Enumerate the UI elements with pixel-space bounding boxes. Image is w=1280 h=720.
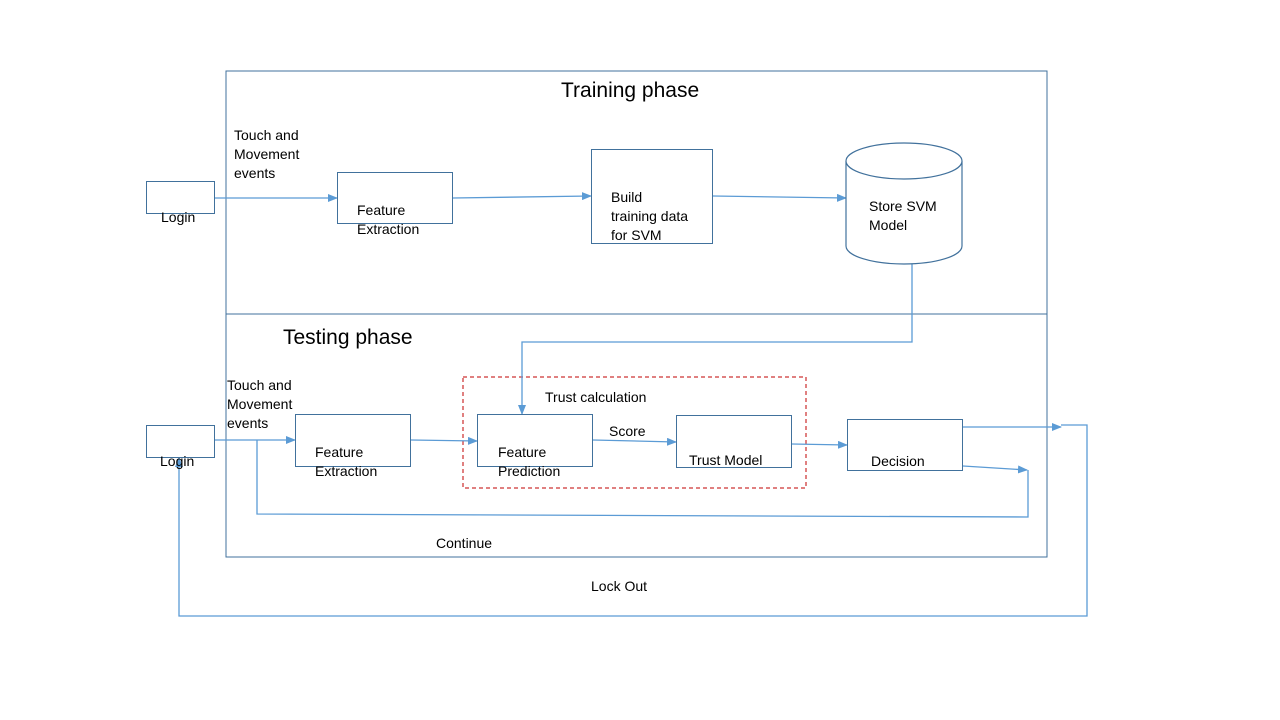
- decision-label: Decision: [871, 453, 925, 469]
- testing-login-label: Login: [160, 453, 195, 469]
- score-label: Score: [609, 423, 646, 439]
- testing-phase-title: Testing phase: [283, 326, 413, 349]
- arrow-model-to-prediction: [518, 264, 913, 415]
- lockout-loop-line: [175, 424, 1088, 617]
- trust-calculation-frame: [462, 376, 807, 489]
- build-training-data-label: Build training data for SVM: [611, 189, 689, 243]
- trust-model-label: Trust Model: [689, 452, 763, 468]
- lockout-label: Lock Out: [591, 578, 648, 594]
- arrow-extraction-to-prediction: [410, 436, 478, 445]
- decision-box: Decision: [847, 419, 963, 471]
- feature-prediction-label: Feature Prediction: [498, 444, 561, 479]
- training-feature-extraction-box: Feature Extraction: [337, 172, 453, 237]
- continue-label: Continue: [436, 535, 493, 551]
- testing-login-box: Login: [146, 425, 215, 469]
- arrow-extraction-to-build: [452, 192, 592, 201]
- training-phase-title: Training phase: [561, 79, 700, 102]
- training-login-label: Login: [161, 209, 196, 225]
- arrow-decision-to-continue: [962, 465, 1028, 474]
- training-login-box: Login: [146, 181, 215, 225]
- arrow-trust-to-decision: [791, 440, 848, 449]
- testing-feature-extraction-label: Feature Extraction: [315, 444, 378, 479]
- testing-phase-frame: [225, 313, 1048, 558]
- trust-calculation-label: Trust calculation: [545, 389, 647, 405]
- arrow-build-to-store: [712, 193, 847, 202]
- store-svm-model-cylinder: [845, 142, 963, 265]
- testing-feature-extraction-box: Feature Extraction: [295, 414, 411, 479]
- training-input-label: Touch and Movement events: [234, 127, 300, 181]
- arrow-prediction-to-trust: [592, 437, 677, 446]
- feature-prediction-box: Feature Prediction: [477, 414, 593, 479]
- trust-model-box: Trust Model: [676, 415, 792, 468]
- training-feature-extraction-label: Feature Extraction: [357, 202, 420, 237]
- testing-input-label: Touch and Movement events: [227, 377, 293, 431]
- continue-loop-line: [256, 440, 1029, 518]
- build-training-data-box: Build training data for SVM: [591, 149, 713, 244]
- store-svm-model-label: Store SVM Model: [869, 198, 937, 233]
